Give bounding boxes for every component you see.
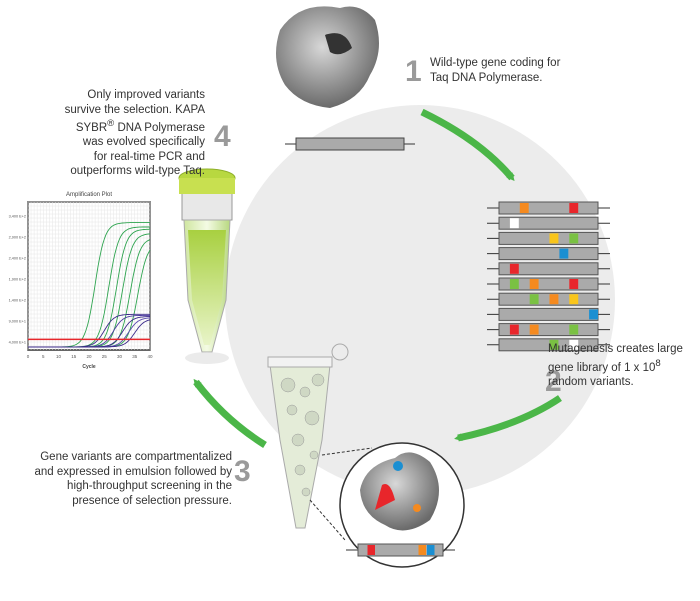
zoom-connector-line <box>321 447 373 456</box>
gene-bar <box>498 216 599 230</box>
x-tick-label: 40 <box>147 354 153 359</box>
y-tick-label: 1,400 E+2 <box>9 299 26 303</box>
text-line: Mutagenesis creates large <box>548 343 683 355</box>
text-line: gene library of 1 x 10 <box>548 361 656 374</box>
step-1-text: Wild-type gene coding for Taq DNA Polyme… <box>430 56 560 85</box>
arrow-step1-to-2 <box>420 108 515 182</box>
registered-mark: ® <box>107 118 115 129</box>
text-line: Taq DNA Polymerase. <box>430 71 543 84</box>
x-tick-label: 15 <box>71 354 77 359</box>
y-tick-label: 2,400 E+2 <box>9 257 26 261</box>
step-2-text: Mutagenesis creates large gene library o… <box>548 342 683 389</box>
y-tick-label: 1,900 E+2 <box>9 278 26 282</box>
gene-library <box>487 201 610 352</box>
gene-bar <box>498 262 599 276</box>
text-line: outperforms wild-type Taq. <box>70 165 205 178</box>
x-axis-label: Cycle <box>82 364 96 370</box>
mutation-white <box>509 218 519 229</box>
gene-bar <box>498 231 599 245</box>
text-line: and expressed in emulsion followed by <box>34 465 232 478</box>
x-tick-label: 20 <box>86 354 92 359</box>
y-tick-label: 3,400 E+2 <box>9 215 26 219</box>
mutation-yellow <box>569 294 579 305</box>
wildtype-protein-structure <box>276 6 379 109</box>
mutation-green <box>569 324 579 335</box>
mutation-red <box>569 203 579 213</box>
step-4-text: Only improved variants survive the selec… <box>65 88 205 179</box>
text-line: survive the selection. KAPA <box>64 103 205 116</box>
x-tick-label: 0 <box>27 354 30 359</box>
mutation-green <box>569 233 579 244</box>
mutation-blue <box>559 248 569 259</box>
arrow-step2-to-3 <box>454 395 562 442</box>
step-4-number: 4 <box>214 120 231 153</box>
mutation-red <box>509 324 519 335</box>
text-line: Wild-type gene coding for <box>430 57 561 69</box>
gene-bar <box>498 307 599 321</box>
text-line: Only improved variants <box>87 89 205 101</box>
text-line: SYBR <box>75 121 108 134</box>
y-tick-label: 4,000 E+1 <box>9 341 26 345</box>
chart-title: Amplification Plot <box>66 192 112 198</box>
mutation-orange <box>529 279 539 289</box>
step-3-text: Gene variants are compartmentalized and … <box>34 450 232 508</box>
variant-protein-structure <box>360 452 439 531</box>
mutation-red <box>509 263 519 274</box>
mutation-orange <box>418 545 426 555</box>
step-1-number: 1 <box>405 55 422 88</box>
mutation-white <box>569 339 579 350</box>
x-tick-label: 35 <box>132 354 138 359</box>
step-2-number: 2 <box>545 365 562 398</box>
text-line: presence of selection pressure. <box>72 494 232 507</box>
x-tick-label: 30 <box>117 354 123 359</box>
text-line: for real-time PCR and <box>93 150 205 163</box>
mutation-red <box>367 545 375 555</box>
gene-bar <box>498 201 599 215</box>
exponent: 8 <box>655 357 661 369</box>
mutation-blue <box>427 545 435 555</box>
arrow-step3-to-4 <box>193 378 267 448</box>
text-line: Gene variants are compartmentalized <box>40 451 232 463</box>
zoom-connector-line <box>309 499 346 541</box>
step-3-number: 3 <box>234 455 251 488</box>
text-line: was evolved specifically <box>82 136 205 149</box>
mutation-green <box>549 339 559 350</box>
text-line: high-throughput screening in the <box>67 480 232 492</box>
wildtype-gene-bar <box>285 137 415 151</box>
text-line: DNA Polymerase <box>117 121 205 134</box>
mutation-yellow <box>549 233 559 244</box>
x-tick-label: 25 <box>102 354 108 359</box>
y-tick-label: 9,000 E+1 <box>9 320 26 324</box>
mutation-orange <box>529 324 539 335</box>
selected-variant-gene-bar <box>346 543 455 557</box>
y-tick-label: 2,900 E+2 <box>9 236 26 240</box>
mutation-green <box>509 279 519 289</box>
mutation-orange <box>549 294 559 305</box>
mutation-blue <box>589 309 598 320</box>
text-line: random variants. <box>548 375 634 388</box>
mutation-red <box>569 279 579 289</box>
gene-bar <box>498 247 599 261</box>
emulsion-tube <box>267 343 349 529</box>
gene-bar <box>498 292 599 306</box>
mutation-orange <box>519 203 529 213</box>
mutation-green <box>529 294 539 305</box>
x-tick-label: 5 <box>42 354 45 359</box>
x-tick-label: 10 <box>56 354 62 359</box>
selected-variants-tube <box>178 168 236 364</box>
